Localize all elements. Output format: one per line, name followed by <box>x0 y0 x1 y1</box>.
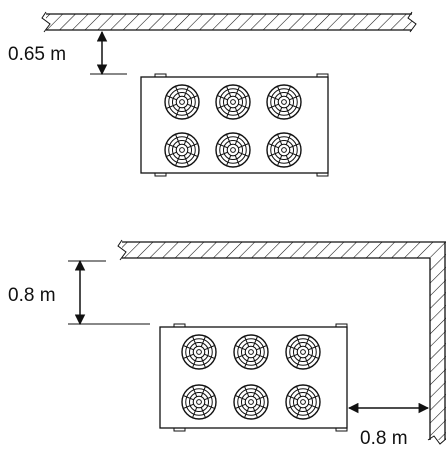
fan-icon <box>181 334 217 370</box>
side-clearance-dimension: 0.8 m <box>347 402 430 449</box>
fan-icon <box>266 132 302 168</box>
fan-icon <box>164 84 200 120</box>
fan-icon <box>215 84 251 120</box>
fan-icon <box>285 384 321 420</box>
top-clearance-dimension: 0.8 m <box>8 259 150 326</box>
top-wall <box>41 11 417 33</box>
clearance-label: 0.65 m <box>8 44 66 65</box>
condenser-unit <box>140 73 329 177</box>
fan-icon <box>233 384 269 420</box>
wall-clearance-diagram: 0.65 m <box>8 11 417 177</box>
corner-wall <box>117 239 446 445</box>
corner-clearance-diagram: 0.8 m 0.8 m <box>8 239 446 449</box>
fan-grid <box>164 84 302 168</box>
fan-icon <box>215 132 251 168</box>
top-clearance-label: 0.8 m <box>8 285 56 306</box>
fan-grid-corner <box>181 334 321 420</box>
clearance-dimension: 0.65 m <box>8 30 127 76</box>
fan-icon <box>164 132 200 168</box>
fan-icon <box>266 84 302 120</box>
condenser-unit-corner <box>159 323 348 432</box>
side-clearance-label: 0.8 m <box>360 428 408 449</box>
fan-icon <box>181 384 217 420</box>
fan-icon <box>285 334 321 370</box>
fan-icon <box>233 334 269 370</box>
